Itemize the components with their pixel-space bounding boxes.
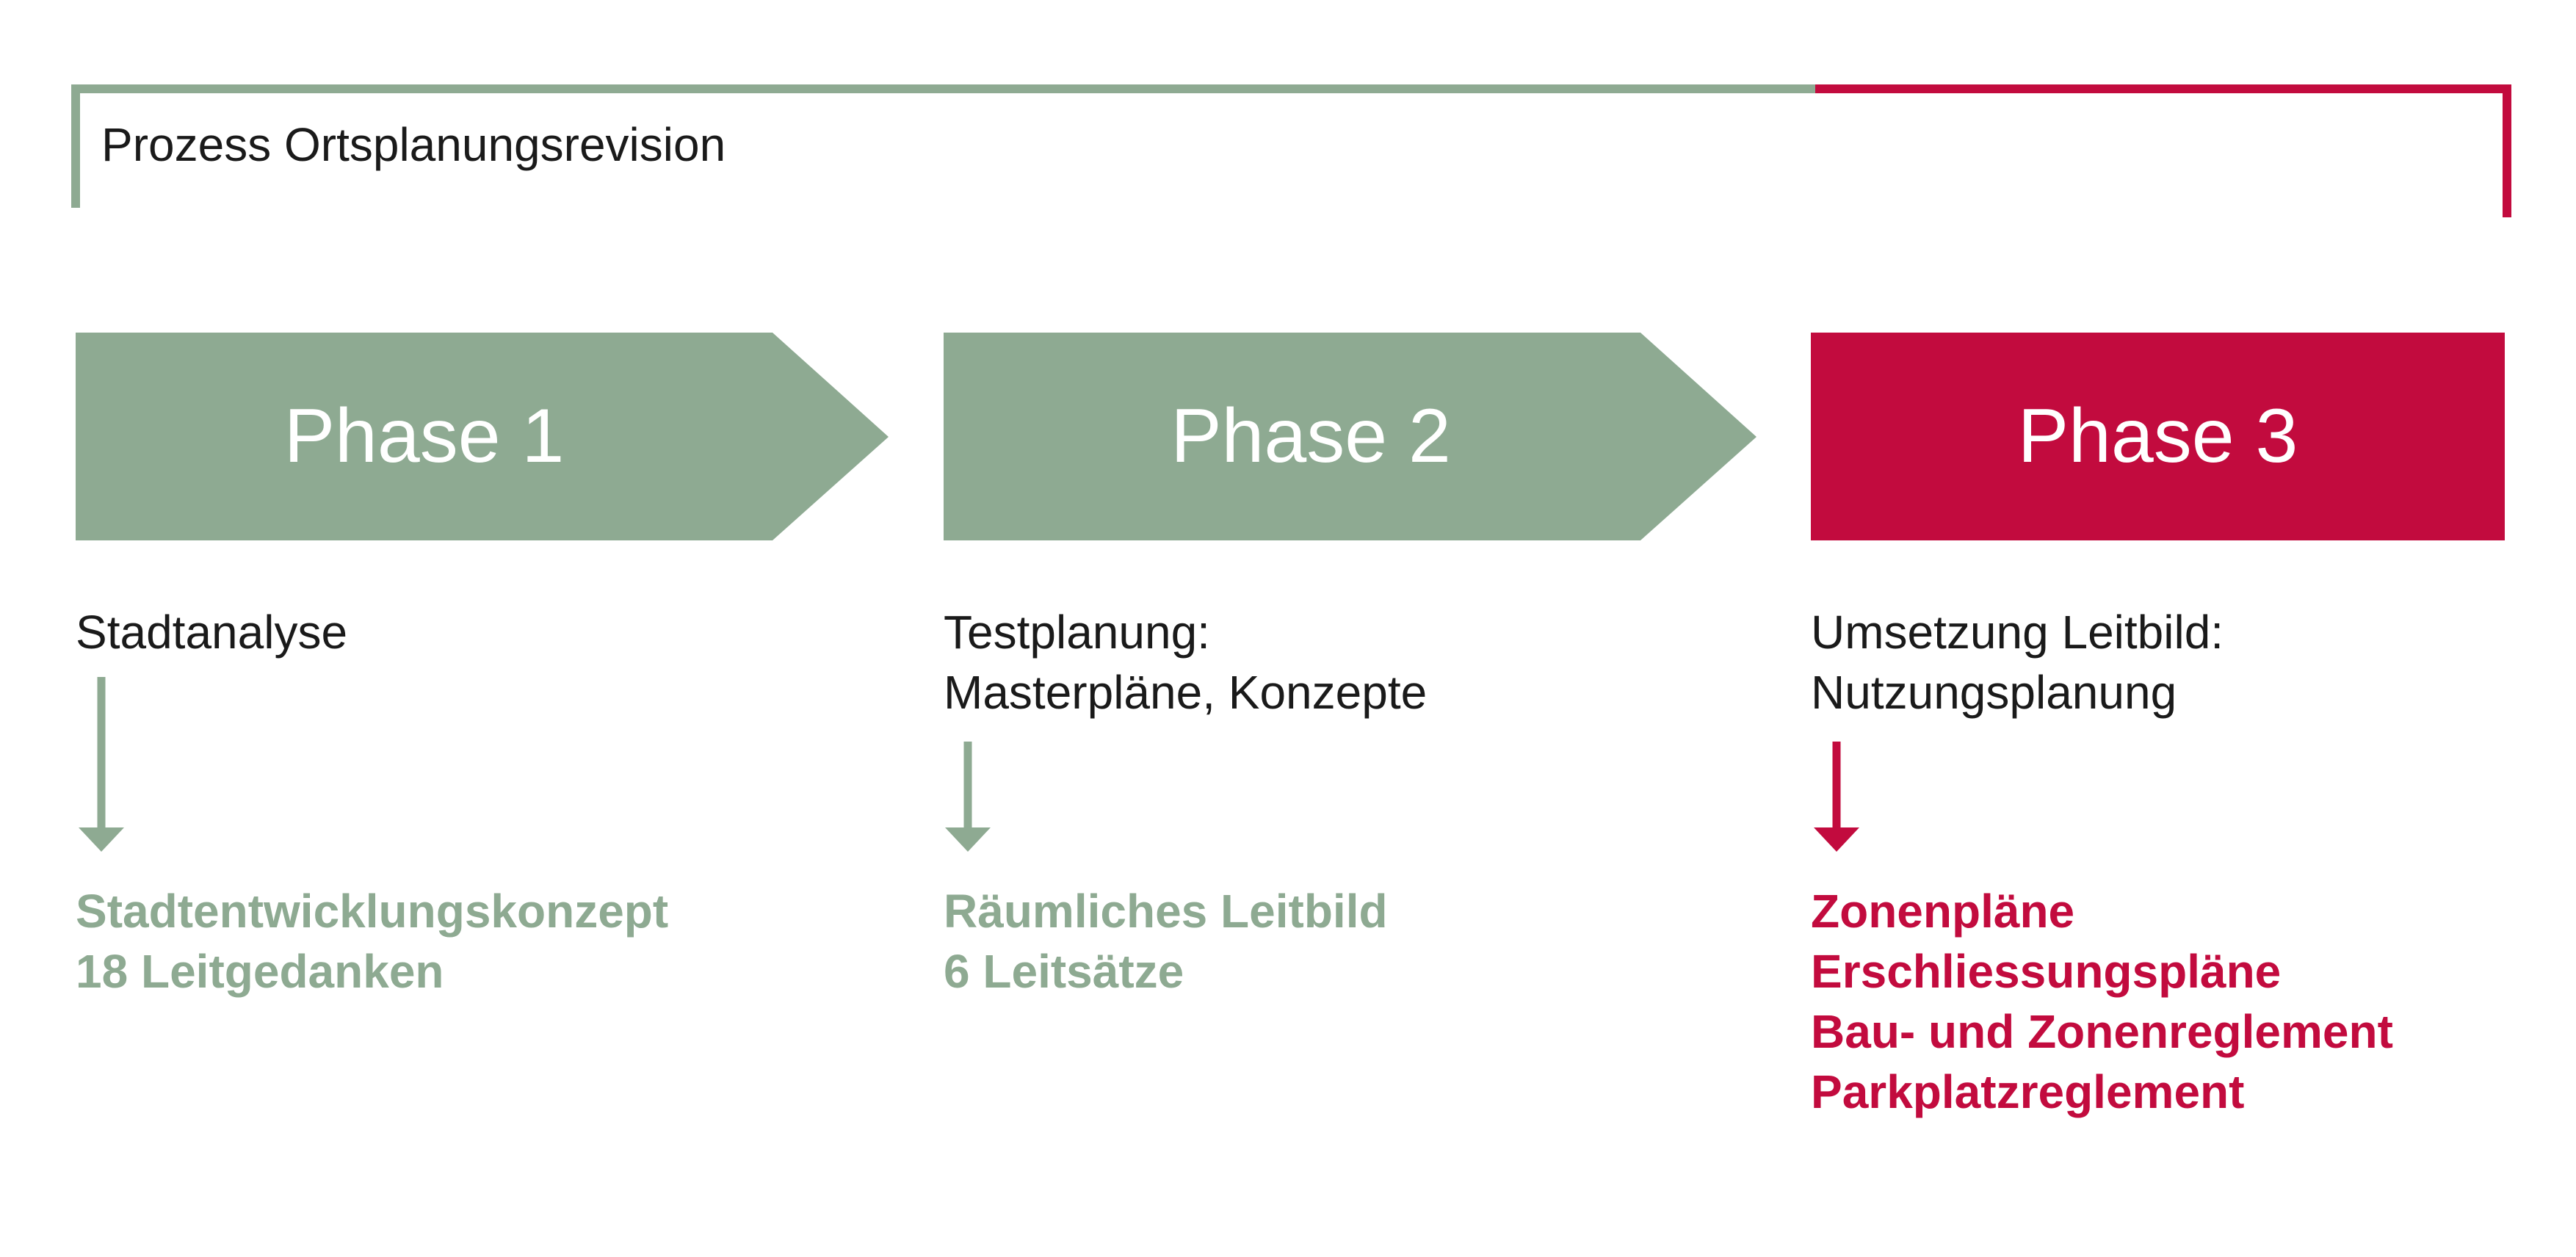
phase-3-result-item: Bau- und Zonenreglement xyxy=(1811,1005,2393,1058)
phase-1-result-item: 18 Leitgedanken xyxy=(76,945,444,998)
bracket-green-segment xyxy=(71,84,1820,208)
phase-2-result-item: Räumliches Leitbild xyxy=(944,885,1388,938)
phase-1-title: Phase 1 xyxy=(283,394,565,479)
phase-2-title: Phase 2 xyxy=(1171,394,1451,479)
phase-2-description-line: Masterpläne, Konzepte xyxy=(944,666,1428,719)
phase-1-results: Stadtentwicklungskonzept 18 Leitgedanken xyxy=(76,881,668,1001)
phase-3-description: Umsetzung Leitbild: Nutzungsplanung xyxy=(1811,602,2224,722)
phase-3-results: Zonenpläne Erschliessungspläne Bau- und … xyxy=(1811,881,2393,1122)
phase-2-down-arrow-icon xyxy=(945,742,991,852)
phase-3-result-item: Erschliessungspläne xyxy=(1811,945,2282,998)
phase-3-title: Phase 3 xyxy=(2017,394,2298,479)
phase-1-down-arrow-icon xyxy=(79,677,124,852)
phase-3-description-line: Nutzungsplanung xyxy=(1811,666,2177,719)
phase-2-result-item: 6 Leitsätze xyxy=(944,945,1184,998)
phase-2-arrow xyxy=(944,333,1756,540)
phase-shapes xyxy=(76,333,2505,540)
bracket-red-segment xyxy=(1815,84,2511,217)
down-arrows xyxy=(79,677,1859,852)
phase-1-description: Stadtanalyse xyxy=(76,602,347,662)
process-title: Prozess Ortsplanungsrevision xyxy=(101,118,726,171)
phase-1-arrow xyxy=(76,333,889,540)
phase-3-result-item: Zonenpläne xyxy=(1811,885,2075,938)
phase-3-result-item: Parkplatzreglement xyxy=(1811,1065,2245,1118)
process-bracket xyxy=(71,84,2511,217)
phase-3-block xyxy=(1811,333,2505,540)
phase-3-down-arrow-icon xyxy=(1814,742,1859,852)
phase-1-result-item: Stadtentwicklungskonzept xyxy=(76,885,669,938)
phase-3-description-line: Umsetzung Leitbild: xyxy=(1811,606,2224,659)
phase-1-description-line: Stadtanalyse xyxy=(76,606,348,659)
phase-2-description-line: Testplanung: xyxy=(944,606,1210,659)
phase-2-description: Testplanung: Masterpläne, Konzepte xyxy=(944,602,1427,722)
phase-2-results: Räumliches Leitbild 6 Leitsätze xyxy=(944,881,1388,1001)
